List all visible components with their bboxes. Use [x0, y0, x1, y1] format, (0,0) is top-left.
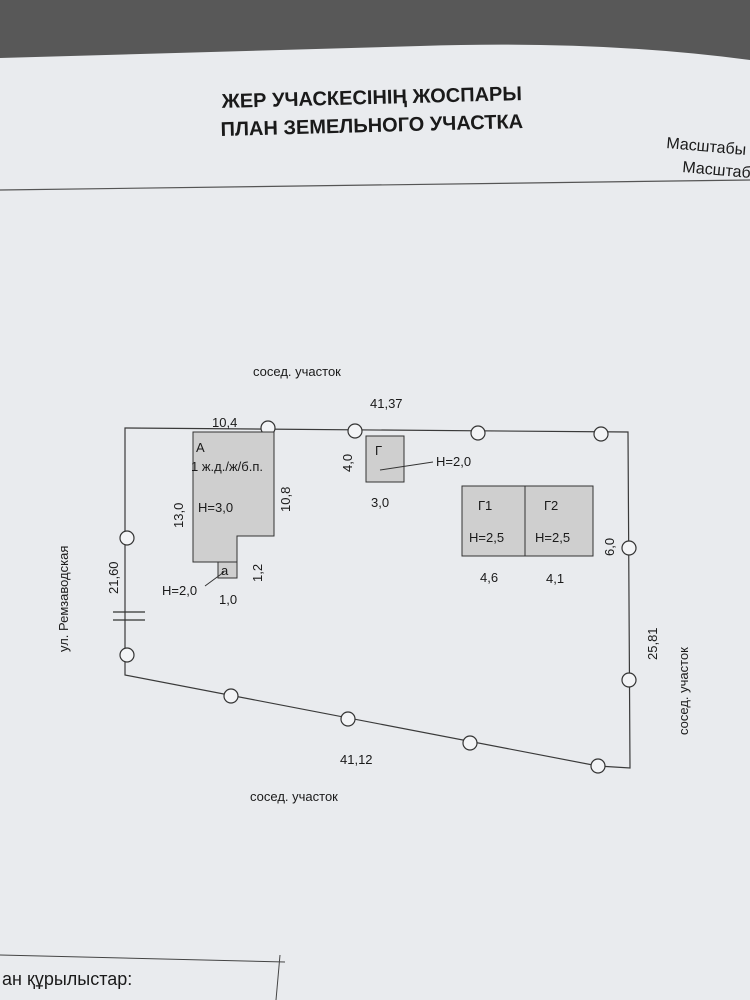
building-a-description: 1 ж.д./ж/б.п. — [191, 459, 263, 474]
building-a-height: Н=3,0 — [198, 500, 233, 515]
bottom-boundary-dimension: 41,12 — [340, 752, 373, 767]
annex-side-dimension: 1,2 — [250, 564, 265, 582]
annex-leader-line — [204, 571, 225, 587]
building-g1 — [461, 485, 526, 557]
building-a-right-dimension: 10,8 — [278, 487, 293, 512]
right-boundary-dimension: 25,81 — [645, 627, 660, 660]
boundary-point — [119, 647, 135, 663]
boundary-point — [119, 530, 135, 546]
scale-label-ru: Масштаб — [682, 159, 750, 182]
building-a-letter: А — [196, 440, 205, 455]
building-a-annex — [217, 561, 238, 579]
building-g2-height: Н=2,5 — [535, 530, 570, 545]
neighbor-label-bottom: сосед. участок — [250, 789, 338, 804]
street-label: ул. Ремзаводская — [56, 546, 71, 652]
building-g-width: 3,0 — [371, 495, 389, 510]
left-boundary-dimension: 21,60 — [106, 561, 121, 594]
boundary-point — [340, 711, 356, 727]
building-g2-width: 4,1 — [546, 571, 564, 586]
building-g1-height: Н=2,5 — [469, 530, 504, 545]
building-g2-letter: Г2 — [544, 498, 558, 513]
boundary-point — [470, 425, 486, 441]
paper-sheet — [0, 44, 750, 1000]
gate-symbol — [113, 611, 145, 621]
scale-label-kz: Масштабы — [666, 135, 747, 159]
boundary-point — [223, 688, 239, 704]
boundary-point — [621, 540, 637, 556]
neighbor-label-top: сосед. участок — [253, 364, 341, 379]
plot-boundary — [124, 427, 631, 769]
boundary-point — [593, 426, 609, 442]
building-g-leader-line — [379, 461, 434, 471]
building-a — [192, 431, 275, 563]
neighbor-label-right: сосед. участок — [676, 647, 691, 735]
building-g-side-dimension: 4,0 — [340, 454, 355, 472]
header-divider — [0, 179, 750, 191]
annex-width: 1,0 — [219, 592, 237, 607]
annex-height: Н=2,0 — [162, 583, 197, 598]
building-a-width: 10,4 — [212, 415, 237, 430]
right-short-dimension: 6,0 — [602, 538, 617, 556]
building-g-height: Н=2,0 — [436, 454, 471, 469]
footer-partial-text: ан құрылыстар: — [2, 969, 132, 989]
boundary-markers — [119, 420, 637, 774]
boundary-point — [590, 758, 606, 774]
building-g1-width: 4,6 — [480, 570, 498, 585]
boundary-point — [462, 735, 478, 751]
building-g1-letter: Г1 — [478, 498, 492, 513]
boundary-point — [347, 423, 363, 439]
building-g2 — [524, 485, 594, 557]
top-boundary-dimension: 41,37 — [370, 396, 403, 411]
footer-vertical-rule — [275, 954, 281, 1000]
building-g — [365, 435, 405, 483]
annex-letter: а — [221, 563, 229, 578]
footer-divider — [0, 954, 286, 963]
building-g-letter: Г — [375, 443, 382, 458]
boundary-point — [621, 672, 637, 688]
building-a-left-dimension: 13,0 — [171, 503, 186, 528]
